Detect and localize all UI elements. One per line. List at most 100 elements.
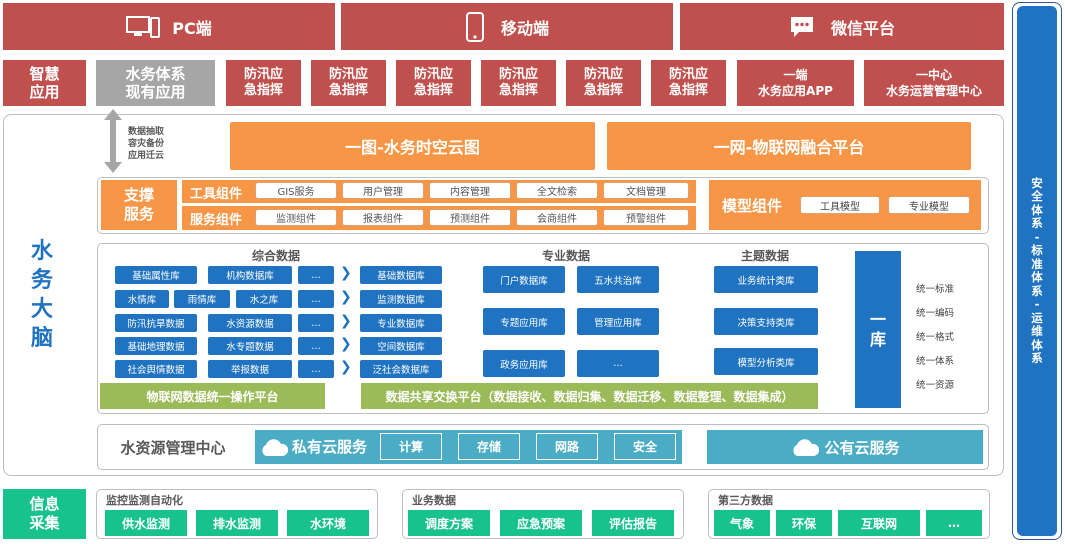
db-public-opinion[interactable]: 社会舆情数据	[115, 360, 197, 378]
one-network[interactable]: 一网-物联网融合平台	[607, 122, 971, 170]
db-topic-app[interactable]: 专题应用库	[483, 308, 565, 335]
tool-user[interactable]: 用户管理	[342, 182, 424, 199]
db-business-stats[interactable]: 业务统计类库	[714, 266, 818, 293]
cloud-security[interactable]: 安全	[614, 433, 676, 460]
db-basic[interactable]: 基础数据库	[360, 266, 442, 284]
data-exchange-platform[interactable]: 数据共享交换平台（数据接收、数据归集、数据迁移、数据整理、数据集成）	[361, 383, 818, 409]
db-social[interactable]: 泛社会数据库	[360, 360, 442, 378]
db-water-resource[interactable]: 水资源数据	[208, 314, 292, 332]
water-resource-center: 水资源管理中心	[120, 438, 226, 457]
collect-group-monitor-label: 监控监测自动化	[106, 494, 183, 507]
db-spatial[interactable]: 空间数据库	[360, 337, 442, 355]
app-flood-1[interactable]: 防汛应 急指挥	[226, 60, 301, 106]
public-cloud[interactable]: 公有云服务	[707, 430, 983, 464]
collect-env-protect[interactable]: 环保	[776, 510, 832, 536]
db-water-zhi[interactable]: 水之库	[236, 290, 292, 308]
cloud-compute[interactable]: 计算	[380, 433, 442, 460]
tool-content[interactable]: 内容管理	[429, 182, 511, 199]
iot-data-platform[interactable]: 物联网数据统一操作平台	[100, 383, 325, 409]
support-title: 支撑 服务	[101, 180, 177, 230]
db-more-3[interactable]: …	[298, 314, 334, 332]
collect-internet[interactable]: 互联网	[838, 510, 920, 536]
cloud-icon	[262, 439, 289, 456]
db-water-topic[interactable]: 水专题数据	[208, 337, 292, 355]
mobile-banner[interactable]: 移动端	[341, 3, 673, 50]
collect-water-supply[interactable]: 供水监测	[105, 510, 187, 536]
collect-group-business-label: 业务数据	[412, 494, 456, 507]
smartphone-icon	[465, 11, 484, 42]
model-tool[interactable]: 工具模型	[800, 196, 880, 214]
professional-data-label: 专业数据	[542, 249, 591, 263]
cloud-storage[interactable]: 存储	[458, 433, 520, 460]
tool-search[interactable]: 全文检索	[516, 182, 598, 199]
svc-consult[interactable]: 会商组件	[516, 209, 598, 226]
collect-more[interactable]: …	[926, 510, 982, 536]
db-mgmt-app[interactable]: 管理应用库	[577, 308, 659, 335]
db-five-water[interactable]: 五水共治库	[577, 266, 659, 293]
db-flood-drought[interactable]: 防汛抗旱数据	[115, 314, 197, 332]
up-down-arrow-icon	[104, 109, 122, 173]
collect-weather[interactable]: 气象	[714, 510, 770, 536]
svc-forecast[interactable]: 预测组件	[429, 209, 511, 226]
app-flood-3[interactable]: 防汛应 急指挥	[396, 60, 471, 106]
db-org[interactable]: 机构数据库	[208, 266, 292, 284]
db-rain[interactable]: 雨情库	[174, 290, 230, 308]
db-model-analysis[interactable]: 模型分析类库	[714, 348, 818, 375]
tool-label: 工具组件	[190, 187, 243, 202]
db-report[interactable]: 举报数据	[208, 360, 292, 378]
unify-code: 统一编码	[916, 308, 955, 319]
one-library[interactable]: 一 库	[855, 251, 901, 408]
cloud-network[interactable]: 网路	[536, 433, 598, 460]
db-professional[interactable]: 专业数据库	[360, 314, 442, 332]
private-cloud-label: 私有云服务	[292, 438, 368, 456]
db-geo[interactable]: 基础地理数据	[115, 337, 197, 355]
collect-group-third-label: 第三方数据	[718, 494, 773, 507]
db-monitor[interactable]: 监测数据库	[360, 290, 442, 308]
chevron-right-icon: ❯	[340, 265, 352, 281]
wechat-label: 微信平台	[830, 18, 895, 38]
db-more-5[interactable]: …	[298, 360, 334, 378]
one-map[interactable]: 一图-水务时空云图	[230, 122, 595, 170]
chevron-right-icon: ❯	[340, 313, 352, 329]
unify-format: 统一格式	[916, 332, 955, 343]
tool-doc[interactable]: 文档管理	[603, 182, 689, 199]
collect-emergency[interactable]: 应急预案	[500, 510, 582, 536]
tool-gis[interactable]: GIS服务	[255, 182, 337, 199]
model-label: 模型组件	[722, 197, 783, 215]
db-decision[interactable]: 决策支持类库	[714, 308, 818, 335]
app-flood-2[interactable]: 防汛应 急指挥	[311, 60, 386, 106]
chevron-right-icon: ❯	[340, 289, 352, 305]
chat-bubble-icon	[790, 16, 813, 37]
chevron-right-icon: ❯	[340, 336, 352, 352]
mobile-label: 移动端	[500, 18, 549, 38]
app-flood-4[interactable]: 防汛应 急指挥	[481, 60, 556, 106]
db-gov-app[interactable]: 政务应用库	[483, 350, 565, 377]
collect-evaluation[interactable]: 评估报告	[592, 510, 674, 536]
db-portal[interactable]: 门户数据库	[483, 266, 565, 293]
db-more-2[interactable]: …	[298, 290, 334, 308]
side-bar-frame	[1012, 2, 1062, 540]
db-more-prof[interactable]: …	[577, 350, 659, 377]
svc-monitor[interactable]: 监测组件	[255, 209, 337, 226]
operation-center[interactable]: 一中心 水务运营管理中心	[864, 60, 1004, 106]
model-pro[interactable]: 专业模型	[888, 196, 970, 214]
db-basic-attr[interactable]: 基础属性库	[115, 266, 197, 284]
monitor-phone-icon	[126, 15, 161, 38]
service-label: 服务组件	[190, 213, 243, 228]
existing-apps[interactable]: 水务体系 现有应用	[96, 60, 215, 106]
pc-banner[interactable]: PC端	[3, 3, 335, 50]
db-water-regime[interactable]: 水情库	[115, 290, 169, 308]
collect-dispatch[interactable]: 调度方案	[408, 510, 490, 536]
water-app[interactable]: 一端 水务应用APP	[737, 60, 854, 106]
app-flood-5[interactable]: 防汛应 急指挥	[566, 60, 641, 106]
wechat-banner[interactable]: 微信平台	[680, 3, 1004, 50]
pc-label: PC端	[172, 18, 212, 38]
svc-report[interactable]: 报表组件	[342, 209, 424, 226]
public-cloud-label: 公有云服务	[824, 438, 900, 457]
collect-water-env[interactable]: 水环境	[287, 510, 369, 536]
app-flood-6[interactable]: 防汛应 急指挥	[651, 60, 726, 106]
svc-warning[interactable]: 预警组件	[603, 209, 689, 226]
db-more-4[interactable]: …	[298, 337, 334, 355]
db-more-1[interactable]: …	[298, 266, 334, 284]
collect-drainage[interactable]: 排水监测	[196, 510, 278, 536]
